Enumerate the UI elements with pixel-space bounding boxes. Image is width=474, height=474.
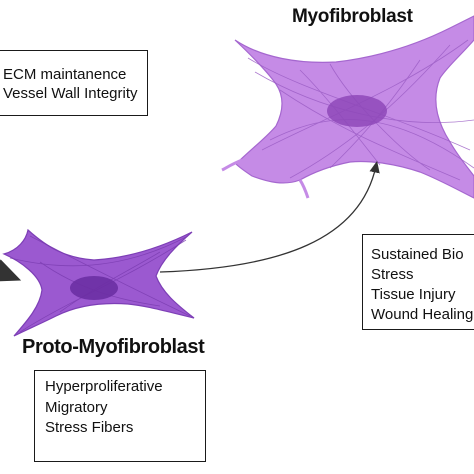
box-line: ECM maintanence	[3, 66, 127, 83]
box-line: Wound Healing	[371, 306, 474, 323]
myofibroblast-cell	[221, 15, 474, 199]
box-line: Migratory	[45, 398, 108, 416]
stimulus-box: Sustained Bio Stress Tissue Injury Wound…	[362, 234, 474, 330]
ecm-function-box: ECM maintanence Vessel Wall Integrity	[0, 50, 148, 116]
myofibroblast-process	[298, 179, 310, 199]
proto-myofibroblast-nucleus	[70, 276, 118, 300]
box-line: Stress Fibers	[45, 419, 134, 436]
myofibroblast-title: Myofibroblast	[292, 6, 413, 27]
proto-myofibroblast-title: Proto-Myofibroblast	[22, 336, 205, 358]
transition-arrow	[159, 160, 380, 273]
box-line: Tissue Injury	[371, 286, 456, 303]
box-line: Sustained Bio	[371, 246, 464, 263]
box-line: Stress	[371, 266, 414, 283]
proto-myofibroblast-cell	[0, 228, 195, 337]
myofibroblast-nucleus	[327, 95, 387, 127]
proto-traits-box: Hyperproliferative Migratory Stress Fibe…	[34, 370, 206, 462]
myofibroblast-process	[221, 158, 243, 172]
incoming-arrow	[0, 259, 22, 282]
box-line: Vessel Wall Integrity	[3, 85, 138, 102]
box-line: Hyperproliferative	[45, 378, 163, 395]
